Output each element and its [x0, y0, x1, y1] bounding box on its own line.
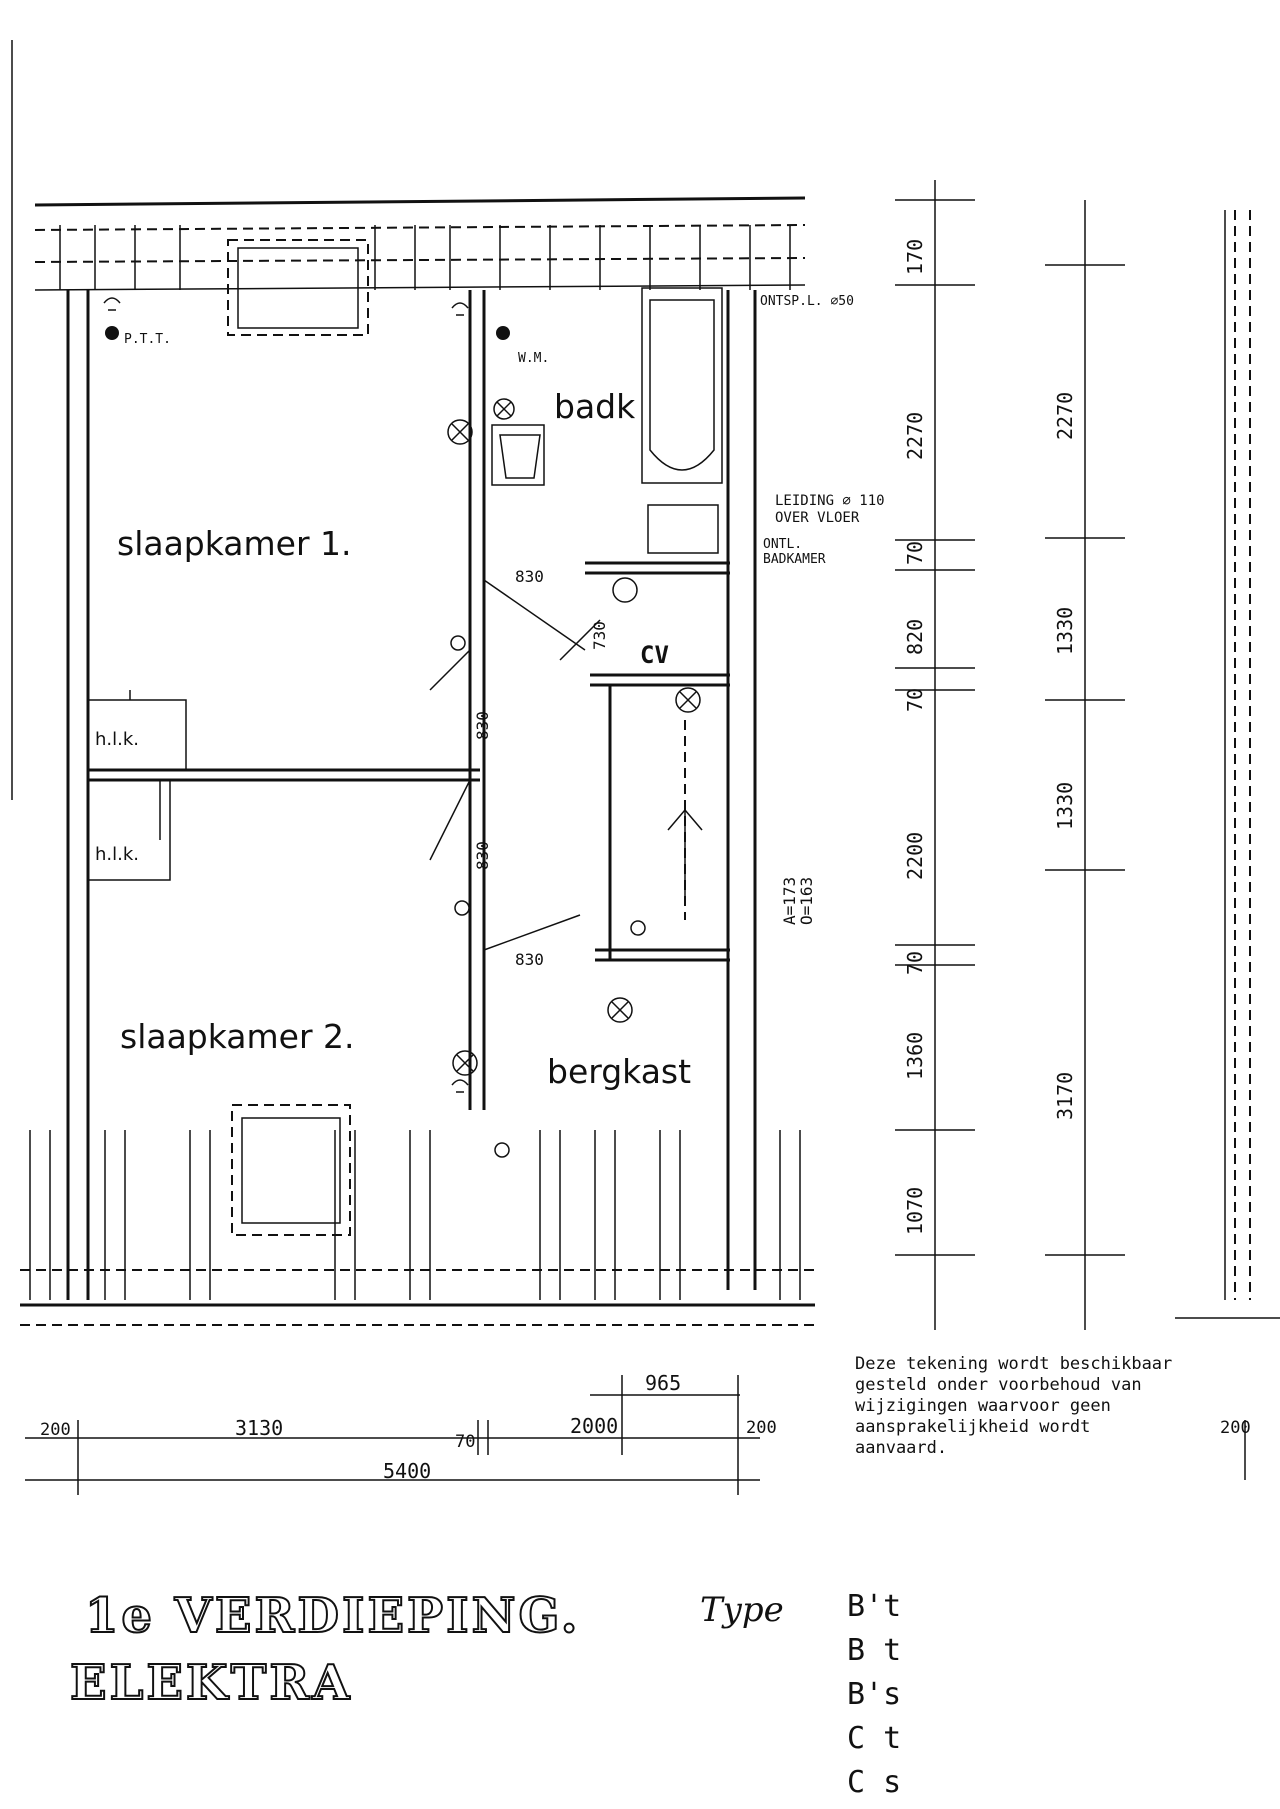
- pipe-label-2: OVER VLOER: [775, 510, 860, 526]
- dimension-label: 1330: [1053, 607, 1077, 655]
- boiler-icon: [612, 577, 638, 603]
- room-label-slaapkamer-1: slaapkamer 1.: [117, 524, 352, 563]
- type-label: Type: [700, 1590, 784, 1630]
- room-label-badkamer: badk: [554, 387, 636, 426]
- dimension-label: 2000: [570, 1414, 618, 1438]
- dimension-label: 170: [903, 239, 927, 275]
- dimension-label: 3170: [1053, 1072, 1077, 1120]
- switch-icon: [630, 920, 646, 936]
- type-item: B't: [847, 1589, 902, 1624]
- dimension-chain-right2: [1045, 200, 1125, 1330]
- exterior-walls: [66, 290, 757, 1300]
- drawing-title-floor: 1e VERDIEPING.: [84, 1587, 581, 1645]
- type-item: C s: [847, 1765, 902, 1800]
- dimension-label: 2270: [903, 412, 927, 460]
- light-fixture-icon: [452, 1050, 478, 1076]
- dimension-label: 200: [1220, 1418, 1251, 1438]
- pipe-label-1: LEIDING ⌀ 110: [775, 493, 885, 509]
- disclaimer-note: Deze tekening wordt beschikbaar gesteld …: [855, 1354, 1173, 1458]
- door-width-label: 830: [515, 950, 544, 969]
- roof-rafters-bottom: [20, 1104, 815, 1326]
- closet-label-top: h.l.k.: [95, 729, 139, 750]
- dimension-label: 70: [455, 1432, 475, 1452]
- dimension-label: 70: [903, 541, 927, 565]
- type-item: B's: [847, 1677, 902, 1712]
- dimension-label: 70: [903, 951, 927, 975]
- ventilation-label: ONTSP.L. ⌀50: [760, 294, 854, 309]
- dimension-chain-bottom: [25, 1375, 1246, 1495]
- dimension-chain-right1: [895, 180, 975, 1330]
- light-fixture-icon: [675, 687, 701, 713]
- gable-section: [1175, 210, 1280, 1319]
- ptt-outlet-icon: [105, 326, 119, 340]
- room-label-bergkast: bergkast: [547, 1052, 691, 1091]
- switch-icon: [450, 635, 466, 651]
- antenna-icon: [103, 297, 121, 311]
- dimension-label: 1330: [1053, 782, 1077, 830]
- antenna-icon: [451, 302, 469, 316]
- washing-machine-label: W.M.: [518, 351, 549, 366]
- dimension-label: 70: [903, 688, 927, 712]
- electrical-symbols: [103, 297, 701, 1158]
- door-swings: [429, 579, 601, 951]
- light-fixture-icon: [493, 398, 515, 420]
- light-fixture-icon: [447, 419, 473, 445]
- bath-vent-label-1: ONTL.: [763, 537, 802, 552]
- bathtub: [641, 287, 723, 554]
- dimension-label: 965: [645, 1371, 681, 1395]
- door-width-label: 830: [473, 841, 492, 870]
- attic-ladder: [667, 720, 703, 920]
- antenna-icon: [451, 1079, 469, 1093]
- door-width-label: 730: [590, 621, 609, 650]
- light-fixture-icon: [607, 997, 633, 1023]
- dimension-label: 200: [746, 1418, 777, 1438]
- dimension-label: 3130: [235, 1416, 283, 1440]
- dimension-label: 200: [40, 1420, 71, 1440]
- type-item: C t: [847, 1721, 902, 1756]
- roof-rafters-top: [34, 196, 806, 336]
- dimension-label: 2200: [903, 832, 927, 880]
- cv-label: CV: [640, 641, 669, 669]
- room-label-slaapkamer-2: slaapkamer 2.: [120, 1017, 355, 1056]
- bath-vent-label-2: BADKAMER: [763, 552, 826, 567]
- door-width-label: 830: [515, 567, 544, 586]
- closet-label-bottom: h.l.k.: [95, 844, 139, 865]
- dimension-label: 1360: [903, 1032, 927, 1080]
- door-width-label: 830: [473, 711, 492, 740]
- dimension-label: 820: [903, 619, 927, 655]
- dimension-label: 2270: [1053, 392, 1077, 440]
- closets: [87, 690, 187, 881]
- dimension-label: 1070: [903, 1187, 927, 1235]
- attic-height-label: O=163: [797, 877, 816, 925]
- attic-height-label: A=173: [780, 877, 799, 925]
- type-list: B't B t B's C t C s: [847, 1585, 901, 1805]
- wash-basin: [491, 424, 545, 486]
- dimension-label: 5400: [383, 1459, 431, 1483]
- outlet-icon: [496, 326, 510, 340]
- socket-icon: [494, 1142, 510, 1158]
- ptt-label: P.T.T.: [124, 332, 171, 347]
- type-item: B t: [847, 1633, 902, 1668]
- drawing-title-elektra: ELEKTRA: [69, 1654, 353, 1712]
- switch-icon: [454, 900, 470, 916]
